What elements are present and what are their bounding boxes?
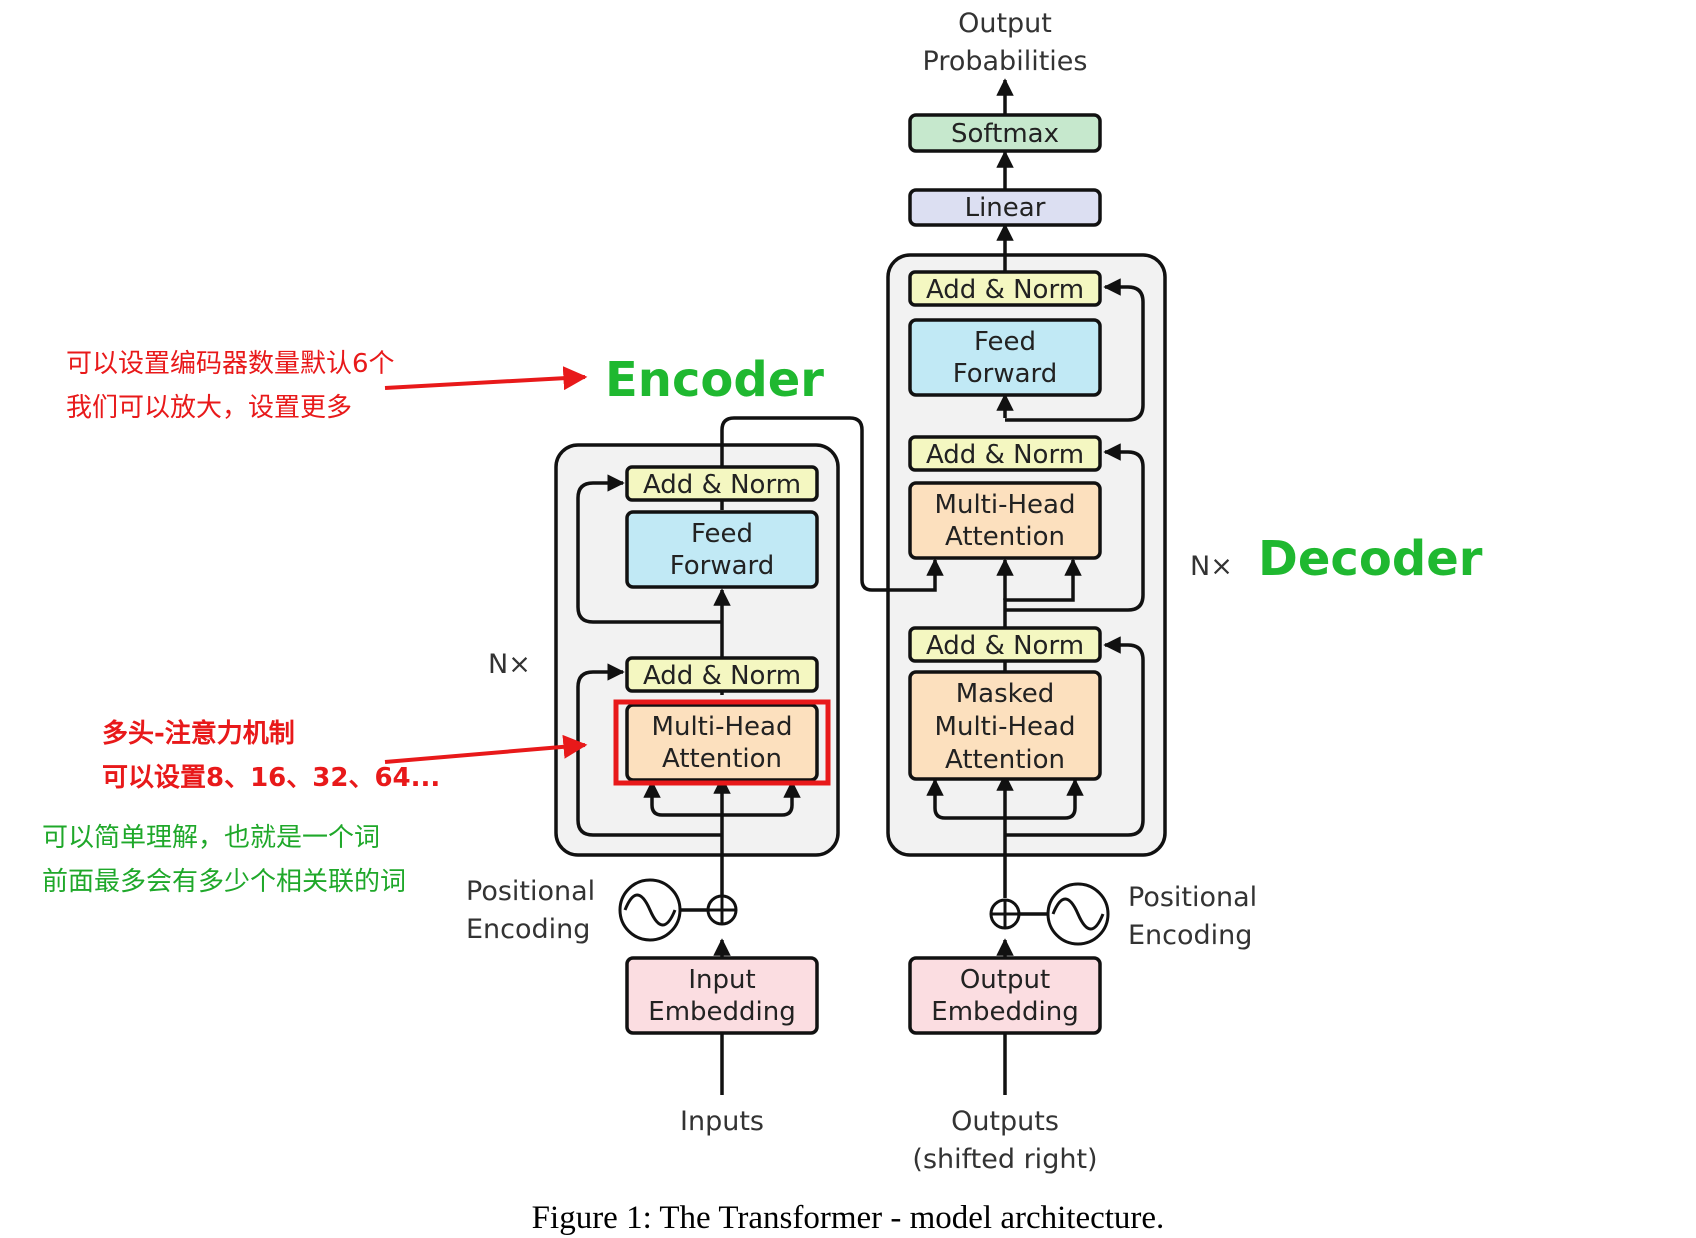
heads-note-line2: 可以设置8、16、32、64...	[102, 763, 440, 793]
decoder-add-norm-3	[908, 270, 1102, 307]
output-embedding-line2: Embedding	[931, 997, 1078, 1027]
encoder-feed-forward	[625, 510, 819, 589]
input-embedding-line1: Input	[688, 965, 755, 995]
heads-explain-line2: 前面最多会有多少个相关联的词	[42, 867, 406, 897]
output-embedding-line1: Output	[960, 965, 1050, 995]
encoder-add-norm-2-label: Add & Norm	[643, 470, 801, 500]
encoder-sine-wave-icon	[618, 878, 682, 942]
decoder-cross-attention	[908, 481, 1102, 560]
decoder-add-norm-3-label: Add & Norm	[926, 275, 1084, 305]
inputs-label: Inputs	[680, 1106, 764, 1137]
encoder-attention-line2: Attention	[662, 744, 782, 774]
encoder-repeat-label: N×	[488, 649, 531, 680]
encoder-attention-line1: Multi-Head	[652, 712, 793, 742]
outputs-label-line2: (shifted right)	[912, 1144, 1097, 1175]
attention-highlight-box	[613, 699, 831, 786]
decoder-masked-attention	[908, 670, 1102, 781]
encoder-note-arrow	[384, 366, 588, 391]
decoder-add-norm-1	[908, 626, 1102, 663]
connectors	[576, 78, 1145, 1095]
encoder-feed-forward-line2: Forward	[670, 551, 775, 581]
decoder-repeat-label: N×	[1190, 551, 1233, 582]
decoder-cross-attention-line2: Attention	[945, 522, 1065, 552]
encoder-feed-forward-line1: Feed	[691, 519, 753, 549]
decoder-cross-attention-line1: Multi-Head	[935, 490, 1076, 520]
heads-explain-line1: 可以简单理解，也就是一个词	[42, 823, 380, 853]
output-probabilities-line1: Output	[958, 8, 1052, 39]
decoder-masked-attention-line3: Attention	[945, 745, 1065, 775]
linear-block	[908, 188, 1102, 227]
decoder-feed-forward-line1: Feed	[974, 327, 1036, 357]
output-probabilities-line2: Probabilities	[923, 46, 1088, 77]
decoder-masked-attention-line1: Masked	[956, 679, 1055, 709]
decoder-title: Decoder	[1258, 531, 1483, 587]
input-embedding-block	[625, 956, 819, 1035]
heads-note-line1: 多头-注意力机制	[102, 718, 295, 749]
encoder-multi-head-attention	[625, 703, 819, 782]
encoder-add-norm-1	[625, 656, 819, 693]
encoder-add-icon	[706, 894, 738, 926]
softmax-block	[908, 113, 1102, 153]
encoder-note-line1: 可以设置编码器数量默认6个	[66, 349, 395, 379]
decoder-positional-line1: Positional	[1128, 882, 1257, 913]
linear-label: Linear	[965, 193, 1046, 223]
encoder-positional-line2: Encoding	[466, 914, 590, 945]
decoder-add-norm-2	[908, 435, 1102, 472]
softmax-label: Softmax	[951, 119, 1059, 149]
decoder-add-icon	[989, 898, 1021, 930]
decoder-feed-forward-line2: Forward	[953, 359, 1058, 389]
encoder-note-line2: 我们可以放大，设置更多	[66, 393, 352, 423]
encoder-stack	[554, 443, 840, 857]
heads-note-arrow	[384, 734, 588, 764]
encoder-add-norm-2	[625, 465, 819, 502]
decoder-add-norm-2-label: Add & Norm	[926, 440, 1084, 470]
figure-caption: Figure 1: The Transformer - model archit…	[532, 1200, 1165, 1236]
input-embedding-line2: Embedding	[648, 997, 795, 1027]
decoder-masked-attention-line2: Multi-Head	[935, 712, 1076, 742]
decoder-sine-wave-icon	[1046, 882, 1110, 946]
decoder-positional-line2: Encoding	[1128, 920, 1252, 951]
outputs-label-line1: Outputs	[951, 1106, 1059, 1137]
decoder-add-norm-1-label: Add & Norm	[926, 631, 1084, 661]
encoder-title: Encoder	[605, 352, 824, 408]
encoder-add-norm-1-label: Add & Norm	[643, 661, 801, 691]
encoder-positional-line1: Positional	[466, 876, 595, 907]
output-embedding-block	[908, 956, 1102, 1035]
decoder-feed-forward	[908, 318, 1102, 397]
